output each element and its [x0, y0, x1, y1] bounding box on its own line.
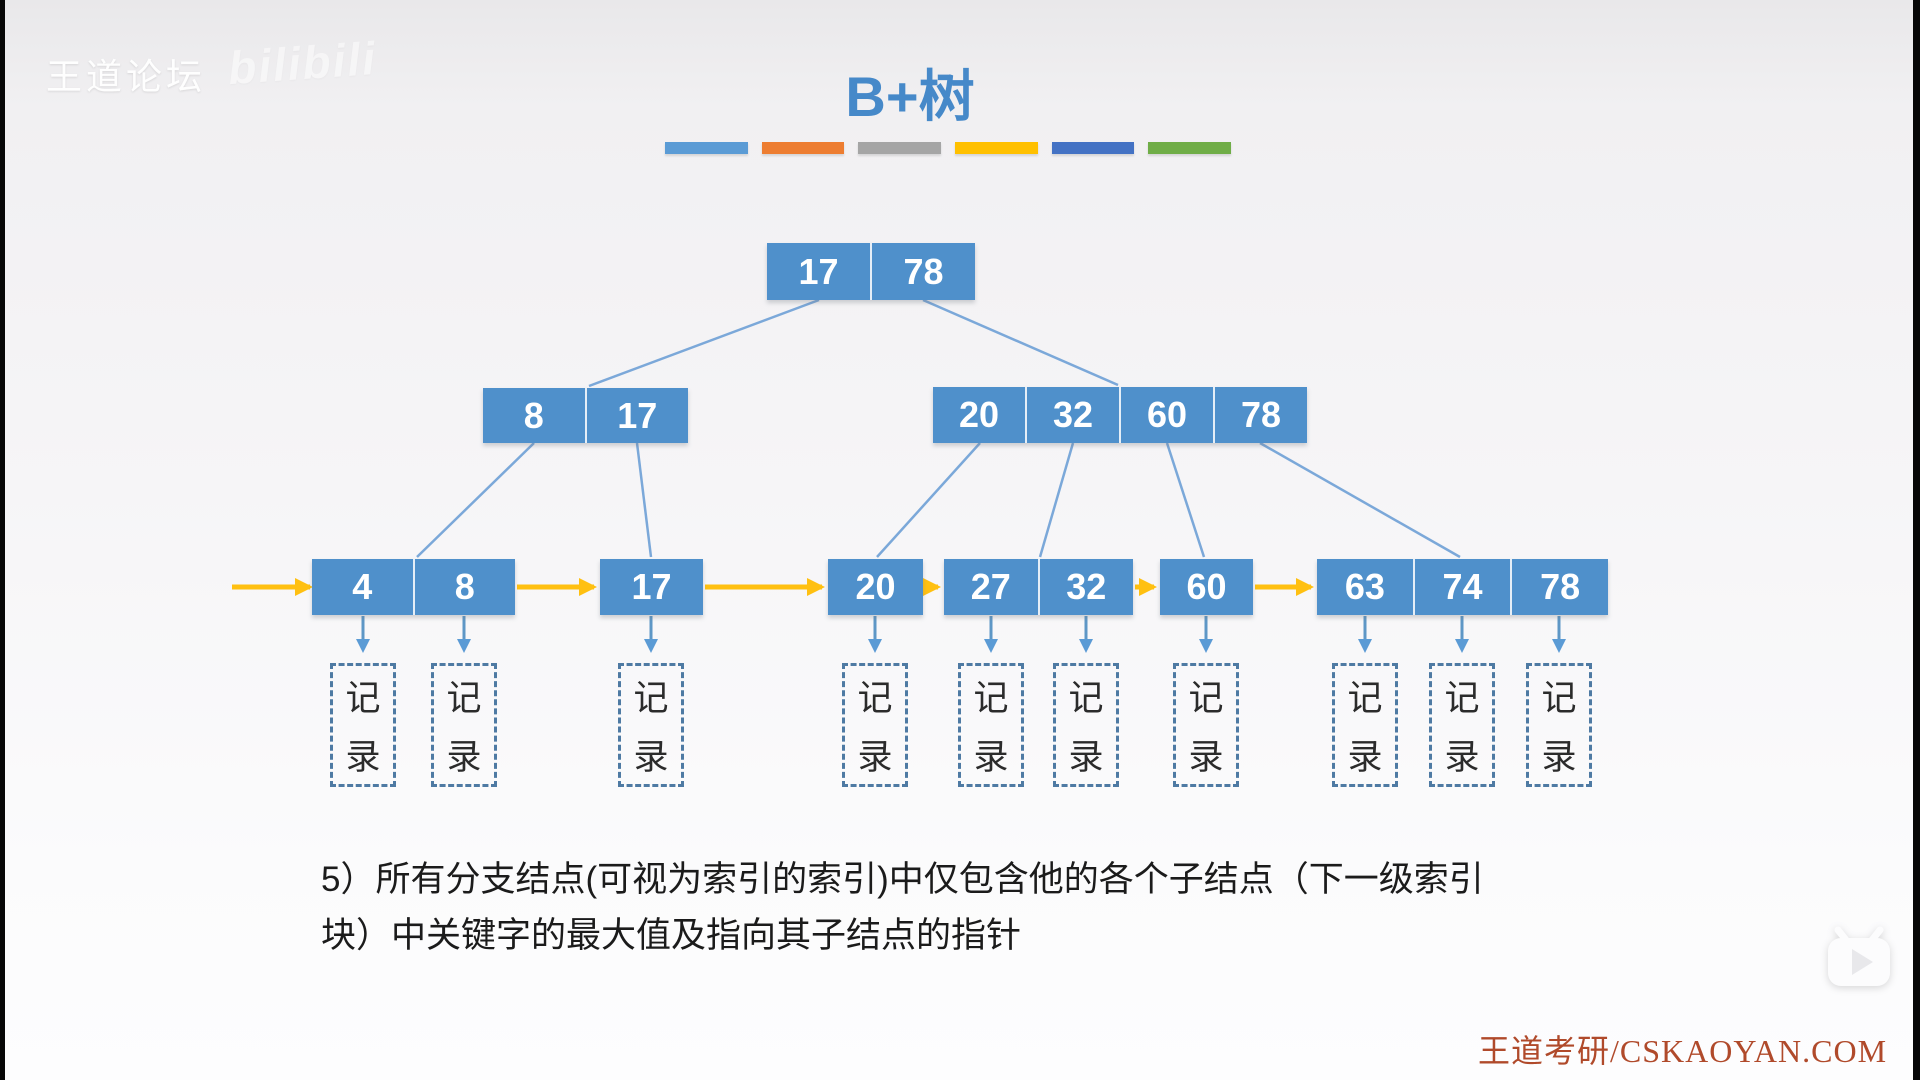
node-key-32: 32: [1027, 387, 1121, 443]
node-key-17: 17: [767, 243, 872, 300]
forum-watermark: 王道论坛: [46, 56, 207, 97]
tree-node-leaf-3: 27 32: [944, 559, 1133, 615]
accent-bars: [665, 142, 1232, 154]
record-box-9: 记录: [1526, 663, 1592, 787]
record-box-1: 记录: [431, 663, 497, 787]
record-char: 录: [1188, 738, 1224, 777]
record-char: 记: [1347, 679, 1383, 718]
node-key-60: 60: [1186, 566, 1227, 607]
record-char: 录: [1347, 738, 1383, 777]
record-char: 录: [1541, 738, 1577, 777]
record-char: 记: [345, 679, 381, 718]
connector-line-1: [922, 298, 1119, 387]
letterbox-left: [0, 0, 5, 1080]
node-key-4: 4: [312, 559, 415, 615]
node-key-74: 74: [1415, 559, 1513, 615]
footer-brand: 王道考研/CSKAOYAN.COM: [1478, 1033, 1888, 1069]
record-char: 录: [345, 738, 381, 777]
record-char: 录: [973, 738, 1009, 777]
node-key-8: 8: [483, 388, 587, 443]
note-line-1: 5）所有分支结点(可视为索引的索引)中仅包含他的各个子结点（下一级索引: [321, 860, 1484, 899]
record-char: 记: [1068, 679, 1104, 718]
connector-line-5: [1038, 442, 1075, 558]
record-char: 录: [1444, 738, 1480, 777]
record-char: 录: [1068, 738, 1104, 777]
record-box-4: 记录: [958, 663, 1024, 787]
connector-line-4: [876, 442, 981, 558]
node-key-8: 8: [454, 566, 475, 607]
node-key-78: 78: [903, 250, 944, 292]
note-text: 5）所有分支结点(可视为索引的索引)中仅包含他的各个子结点（下一级索引 块）中关…: [321, 852, 1484, 964]
record-char: 记: [973, 679, 1009, 718]
record-box-5: 记录: [1053, 663, 1119, 787]
node-key-32: 32: [1066, 566, 1107, 607]
tree-node-leaf-1: 17: [600, 559, 703, 615]
record-box-7: 记录: [1332, 663, 1398, 787]
tree-node-leaf-4: 60: [1160, 559, 1253, 615]
connector-line-0: [588, 298, 820, 388]
record-char: 记: [1188, 679, 1224, 718]
node-key-78: 78: [1540, 566, 1581, 607]
record-char: 记: [446, 679, 482, 718]
bilibili-tv-icon: [1828, 926, 1890, 986]
record-box-0: 记录: [330, 663, 396, 787]
accent-bar-1: [761, 142, 845, 154]
node-key-20: 20: [933, 387, 1027, 443]
record-box-3: 记录: [842, 663, 908, 787]
letterbox-right: [1913, 0, 1920, 1080]
record-box-2: 记录: [618, 663, 684, 787]
bilibili-watermark: bilibili: [226, 31, 379, 95]
record-char: 录: [446, 738, 482, 777]
record-char: 记: [1444, 679, 1480, 718]
connector-line-7: [1259, 441, 1461, 559]
node-key-27: 27: [944, 559, 1040, 615]
record-char: 录: [857, 738, 893, 777]
accent-bar-5: [1148, 142, 1232, 154]
play-triangle-icon: [1852, 949, 1873, 975]
node-key-60: 60: [1121, 387, 1215, 443]
node-key-63: 63: [1317, 559, 1415, 615]
record-char: 记: [1541, 679, 1577, 718]
tree-node-internal-0: 8 17: [483, 388, 688, 443]
node-key-17: 17: [631, 566, 672, 607]
record-box-8: 记录: [1429, 663, 1495, 787]
record-char: 记: [857, 679, 893, 718]
connector-line-2: [416, 442, 535, 558]
note-line-2: 块）中关键字的最大值及指向其子结点的指针: [321, 916, 1022, 955]
record-box-6: 记录: [1173, 663, 1239, 787]
record-char: 录: [633, 738, 669, 777]
accent-bar-4: [1051, 142, 1135, 154]
node-key-78: 78: [1240, 394, 1282, 435]
connector-line-6: [1165, 442, 1206, 558]
node-key-17: 17: [617, 394, 658, 436]
tree-node-leaf-2: 20: [828, 559, 923, 615]
accent-bar-2: [858, 142, 942, 154]
record-char: 记: [633, 679, 669, 718]
accent-bar-0: [665, 142, 748, 154]
page-title: B+树: [845, 65, 975, 128]
accent-bar-3: [955, 142, 1038, 154]
connector-line-3: [635, 442, 653, 558]
node-key-20: 20: [855, 566, 896, 607]
